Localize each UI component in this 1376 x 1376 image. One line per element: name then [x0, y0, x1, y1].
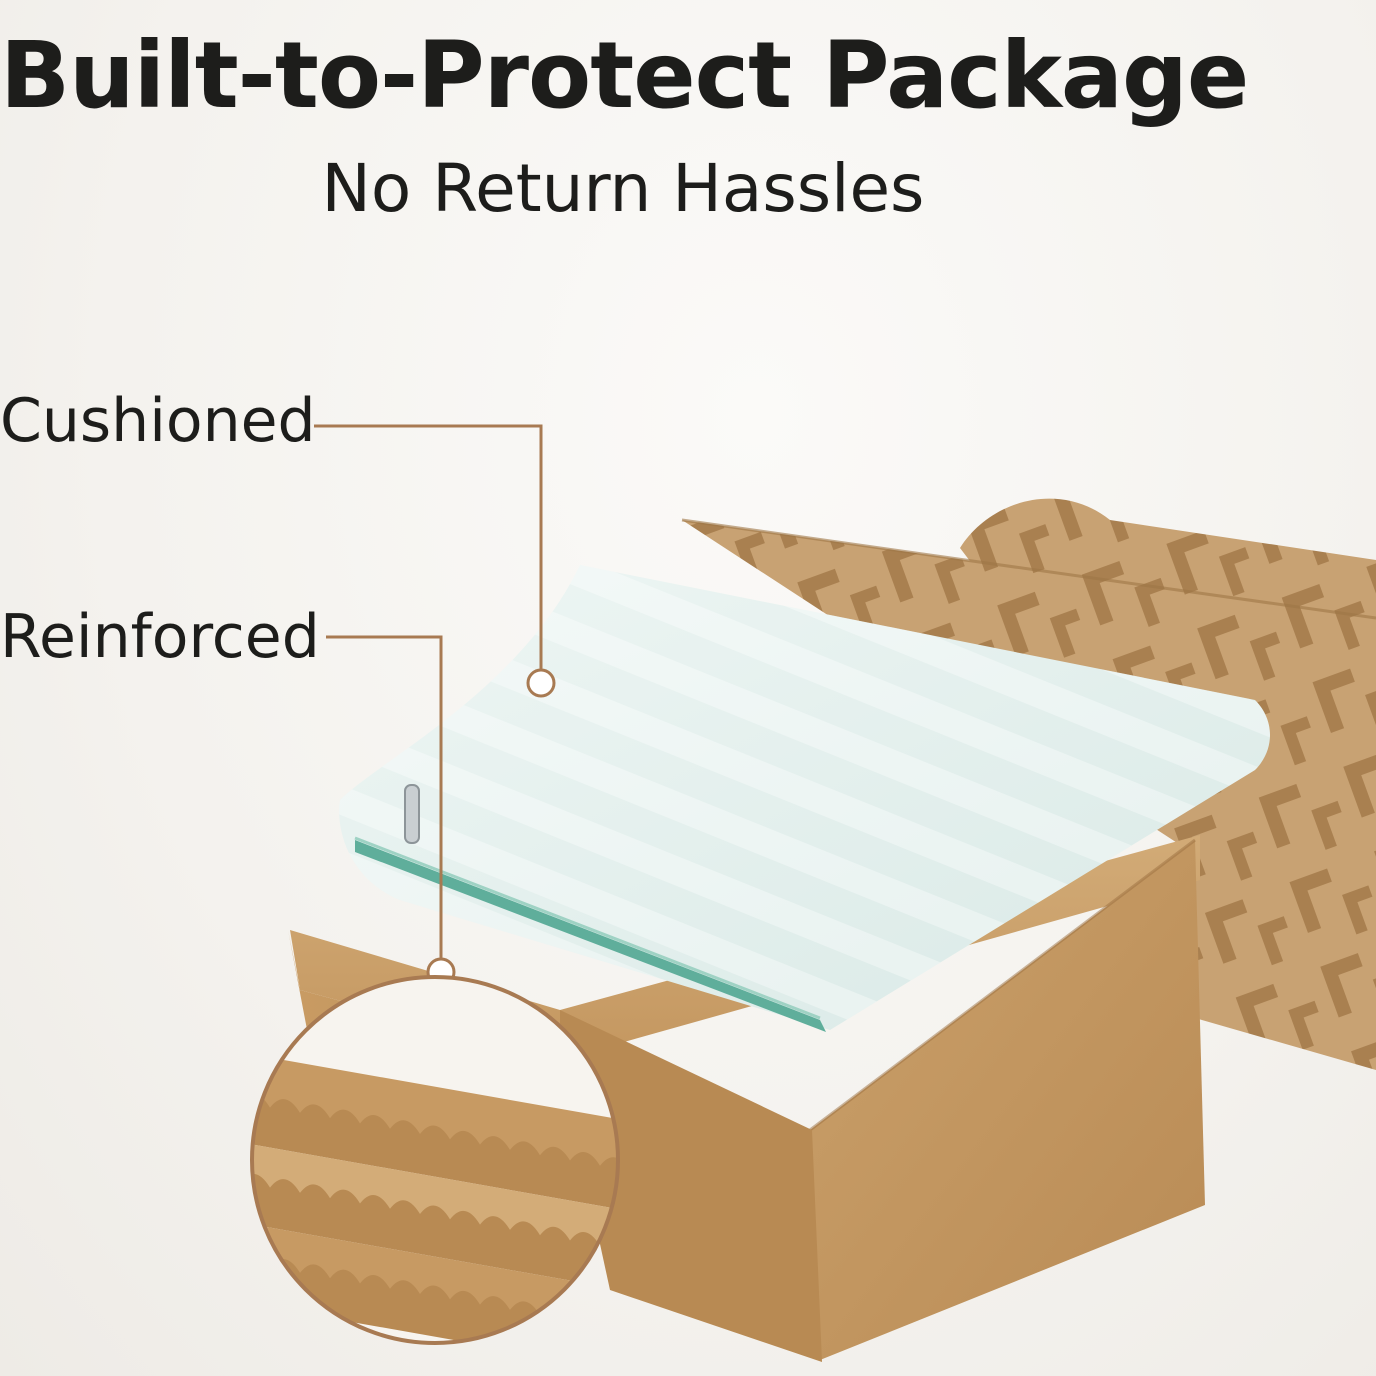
box-lid	[681, 498, 1376, 1070]
callout-cushioned-label: Cushioned	[0, 386, 316, 456]
foam-wrapped-glass	[339, 565, 1270, 1032]
box-front-wall	[560, 1010, 822, 1362]
headline-subtitle: No Return Hassles	[321, 150, 925, 227]
headline-title: Built-to-Protect Package	[0, 22, 1249, 129]
callout-reinforced-label: Reinforced	[0, 602, 320, 672]
box-right-wall	[810, 840, 1205, 1360]
